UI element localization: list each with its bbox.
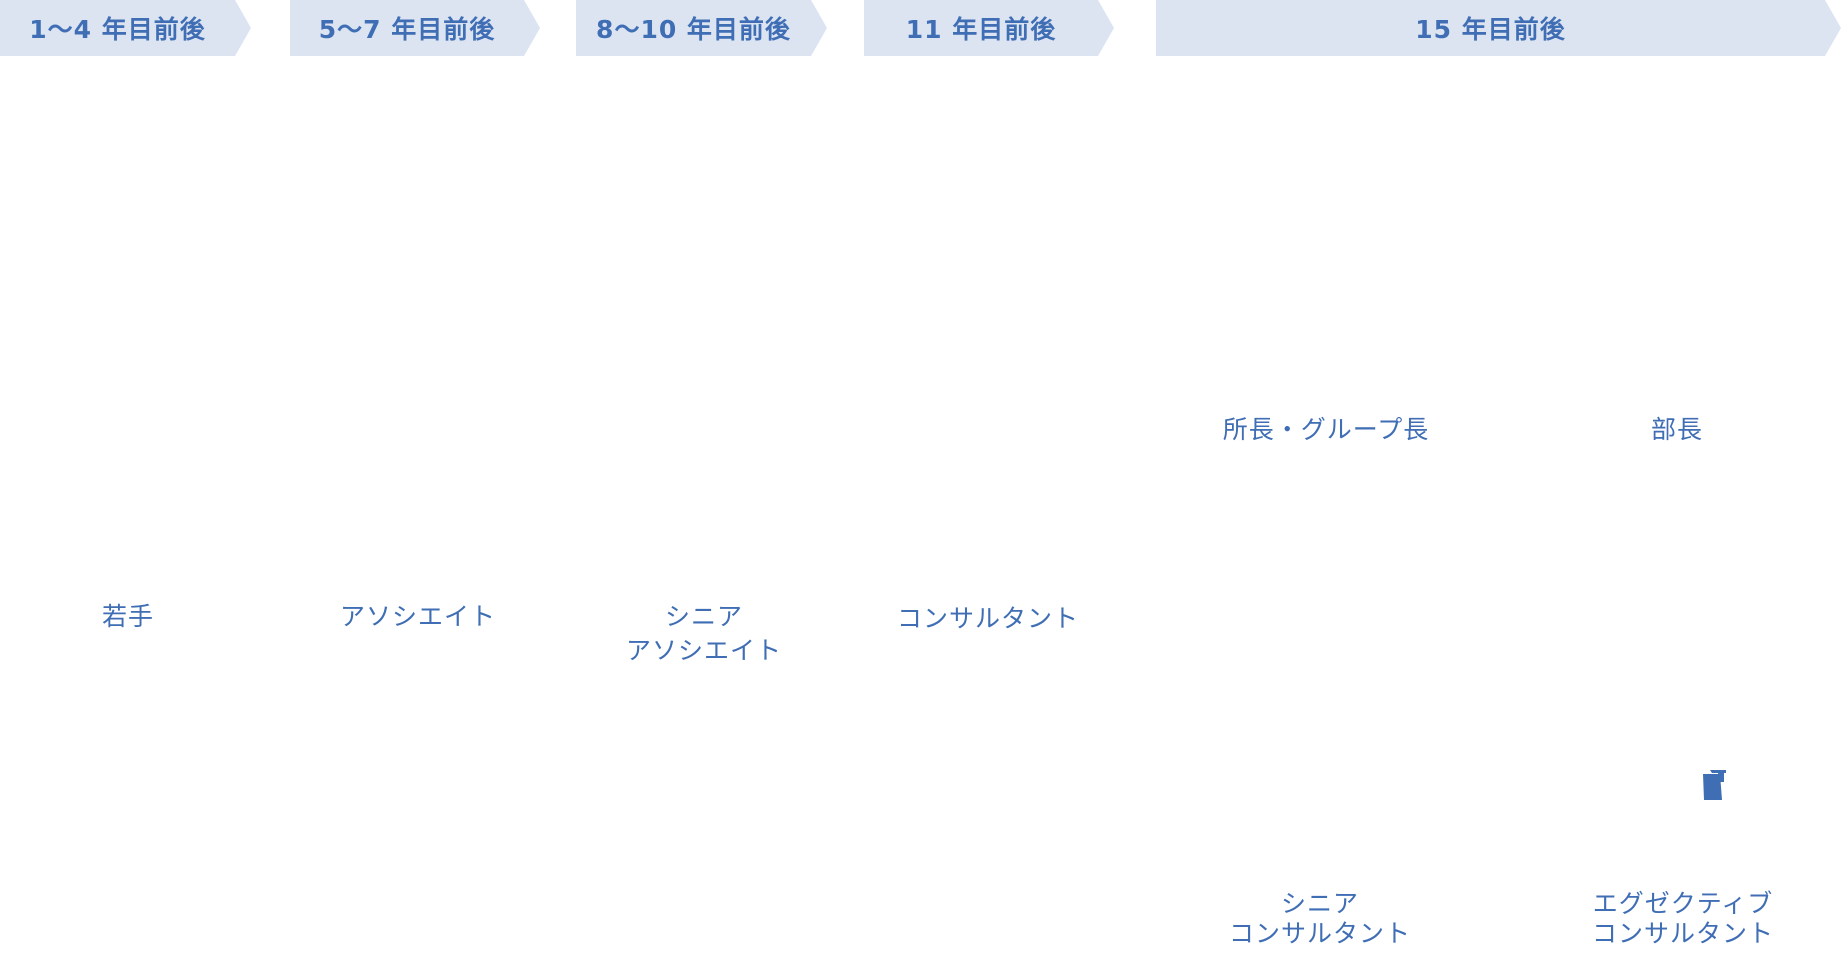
role-department-head: 部長 <box>1651 413 1703 447</box>
role-associate: アソシエイト <box>340 600 496 634</box>
role-executive-consultant-line1: エグゼクティブ <box>1592 889 1774 918</box>
role-young: 若手 <box>102 600 154 634</box>
phase-8-10-years: 8～10 年目前後 <box>576 0 827 56</box>
role-senior-consultant-line2: コンサルタント <box>1228 919 1412 948</box>
role-young-label: 若手 <box>101 602 155 631</box>
role-office-manager: 所長・グループ長 <box>1223 413 1430 447</box>
role-senior-associate-line2: アソシエイト <box>625 636 783 665</box>
phase-15-years: 15 年目前後 <box>1156 0 1841 56</box>
role-associate-label: アソシエイト <box>339 602 497 631</box>
role-senior-associate-line1: シニア <box>664 602 744 631</box>
phase-1-4-years: 1～4 年目前後 <box>0 0 251 56</box>
role-consultant-label: コンサルタント <box>896 604 1080 633</box>
role-department-head-label: 部長 <box>1650 415 1704 444</box>
role-senior-associate: シニア アソシエイト <box>626 600 782 668</box>
phase-5-7-years: 5～7 年目前後 <box>290 0 540 56</box>
role-executive-consultant: エグゼクティブ コンサルタント <box>1592 889 1774 949</box>
role-consultant: コンサルタント <box>897 602 1079 636</box>
role-office-manager-label: 所長・グループ長 <box>1222 415 1430 444</box>
phase-11-years: 11 年目前後 <box>864 0 1114 56</box>
document-icon <box>1700 768 1728 802</box>
role-senior-consultant: シニア コンサルタント <box>1229 889 1411 949</box>
role-senior-consultant-line1: シニア <box>1280 889 1360 918</box>
role-executive-consultant-line2: コンサルタント <box>1591 919 1775 948</box>
